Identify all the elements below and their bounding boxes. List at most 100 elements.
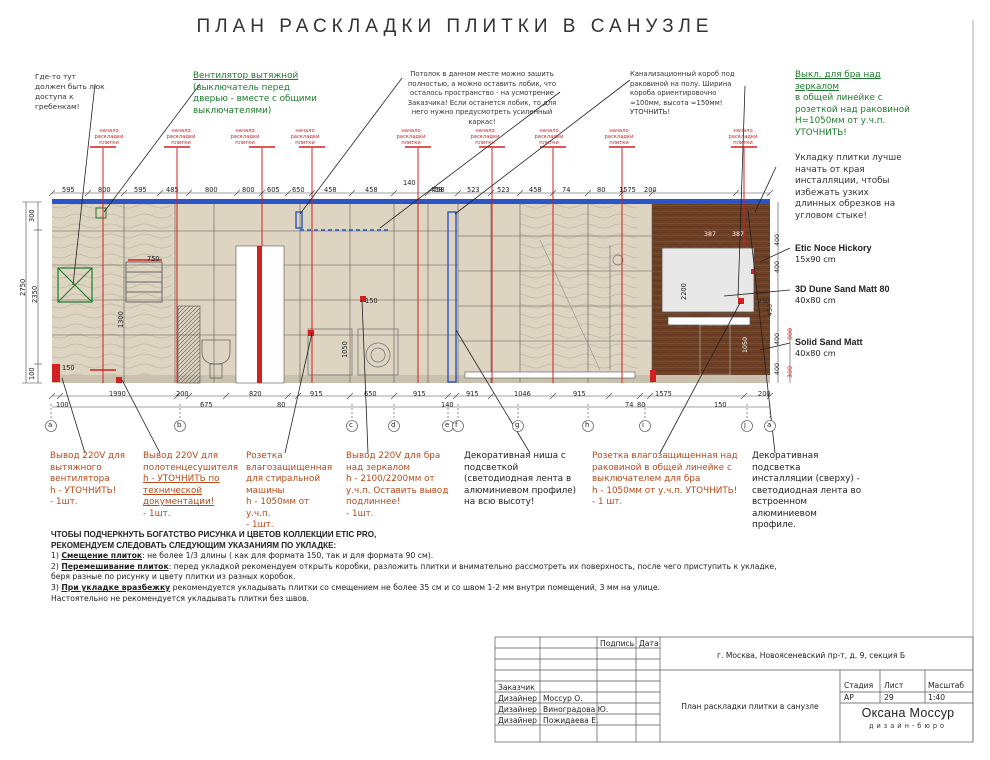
- bottom-dim-label: 1575: [655, 390, 672, 398]
- recs-text: : перед укладкой рекомендуем открыть кор…: [168, 561, 777, 571]
- top-dim-label: 800: [242, 186, 255, 194]
- ceiling-line: [52, 199, 770, 204]
- note-qty: - 1шт.: [346, 508, 374, 519]
- laying-recommendations: ЧТОБЫ ПОДЧЕРКНУТЬ БОГАТСТВО РИСУНКА И ЦВ…: [51, 530, 781, 604]
- top-dim-label: 595: [134, 186, 147, 194]
- tile-start-arrows: [90, 146, 757, 371]
- bottom-dim-label: 915: [310, 390, 323, 398]
- note-title: Розетка влагозащищенная для стиральной м…: [246, 451, 333, 496]
- note-mirror-switch: Выкл. для бра над зеркалом в общей линей…: [795, 70, 925, 139]
- tile-start-label: начало раскладки плитки: [230, 128, 260, 147]
- material-3d-dune: 3D Dune Sand Matt 80 40x80 cm: [795, 284, 890, 306]
- axis-marker: [45, 420, 57, 432]
- bottom-dim-label: 1990: [109, 390, 126, 398]
- tile-start-label: начало раскладки плитки: [728, 128, 758, 147]
- toilet-icon: [201, 339, 231, 379]
- axis-label: a: [48, 421, 53, 429]
- material-etic-noce: Etic Noce Hickory 15x90 cm: [795, 243, 872, 265]
- note-title: Вывод 220V для полотенцесушителя: [143, 451, 239, 473]
- tile-start-label: начало раскладки плитки: [166, 128, 196, 147]
- note-hatch: Где-то тут должен быть люк доступа к гре…: [35, 72, 105, 111]
- top-dim-label: 458: [324, 186, 337, 194]
- floor-start-marker-right: [650, 370, 656, 382]
- note-body: h - УТОЧНИТЬ!: [50, 485, 117, 496]
- dim-387-right: 387: [732, 231, 745, 238]
- note-body: h - УТОЧНИТЬ по технической документации…: [143, 474, 220, 507]
- bottom-dim-label: 1046: [514, 390, 531, 398]
- bottom-dim-label: 80: [637, 401, 646, 409]
- material-solid-sand: Solid Sand Matt 40x80 cm: [795, 337, 863, 359]
- dim-300: 300: [787, 365, 794, 378]
- axis-label: j: [744, 421, 746, 429]
- bottom-dim-label: 675: [200, 401, 213, 409]
- brand-name: Оксана Моссур: [861, 706, 955, 720]
- shower-icon: [539, 239, 624, 371]
- dim-250: 250: [758, 298, 771, 305]
- tb-stage-label: Стадия: [844, 681, 874, 690]
- top-dim-label: 595: [62, 186, 75, 194]
- material-name: Etic Noce Hickory: [795, 243, 872, 253]
- dim-450: 450: [767, 303, 774, 316]
- recs-item-1: 1) Смещение плиток: не более 1/3 длины (…: [51, 551, 434, 561]
- note-sewer: Канализационный короб под раковиной на п…: [630, 70, 735, 117]
- tile-start-label: начало раскладки плитки: [604, 128, 634, 147]
- left-dims: [22, 201, 42, 384]
- tb-role: Дизайнер: [498, 716, 537, 725]
- note-title: Вывод 220V для вытяжного вентилятора: [50, 451, 126, 484]
- bottom-dim-label: 200: [758, 390, 771, 398]
- note-body: h - 1050мм от у.ч.п.: [246, 497, 310, 519]
- note-fan-title: Вентилятор вытяжной: [193, 71, 299, 81]
- note-mirror-title: Выкл. для бра над зеркалом: [795, 70, 881, 92]
- brand-sub: дизайн-бюро: [868, 722, 948, 730]
- fixture-markers: [128, 211, 457, 383]
- top-dim-label: 458: [365, 186, 378, 194]
- axis-label: b: [177, 421, 182, 429]
- sink: [667, 316, 751, 326]
- tb-address: г. Москва, Новоясеневский пр-т, д. 9, се…: [717, 651, 906, 660]
- axis-label: f: [455, 421, 458, 429]
- tile-start-lines: [102, 148, 745, 383]
- recs-label: Перемешивание плиток: [61, 561, 169, 571]
- top-dim-label: 485: [166, 186, 179, 194]
- bottom-dim-label: 915: [573, 390, 586, 398]
- axis-marker: [639, 420, 651, 432]
- material-size: 15x90 cm: [795, 254, 836, 264]
- note-start-laying: Укладку плитки лучше начать от края инст…: [795, 153, 902, 221]
- top-dim-label: 80: [597, 186, 606, 194]
- axis-marker: [741, 420, 753, 432]
- recs-item-2-cont: беря разные по рисунку и цвету плитки из…: [51, 572, 296, 582]
- tile-start-label: начало раскладки плитки: [470, 128, 500, 147]
- axis-label: h: [585, 421, 590, 429]
- material-size: 40x80 cm: [795, 295, 836, 305]
- note-title: Розетка влагозащищенная над раковиной в …: [592, 451, 738, 484]
- top-dim-label: 200: [644, 186, 657, 194]
- brand-logo: Оксана Моссур дизайн-бюро: [843, 706, 973, 730]
- tile-start-label: начало раскладки плитки: [94, 128, 124, 147]
- dim-height-2750: 2750: [19, 278, 27, 296]
- note-qty: - 1шт.: [50, 497, 78, 507]
- dim-400-a: 400: [774, 233, 781, 246]
- top-dim-label: 605: [267, 186, 280, 194]
- wall-3d-tile-niche: [520, 202, 638, 383]
- note-towel-outlet: Вывод 220V для полотенцесушителя h - УТО…: [143, 451, 238, 520]
- dim-400-c: 400: [774, 332, 781, 345]
- note-mirror-check: УТОЧНИТЬ!: [795, 127, 847, 138]
- dim-height-2350: 2350: [31, 285, 39, 303]
- top-dim-label: 458: [432, 186, 445, 194]
- floor-strip: [52, 375, 770, 383]
- tb-role: Дизайнер: [498, 694, 537, 703]
- bottom-dim-label: 100: [56, 401, 69, 409]
- note-mirror-body: в общей линейке с розеткой над раковиной…: [795, 93, 910, 126]
- note-installation-light: Декоративная подсветка инсталляции (свер…: [752, 451, 862, 532]
- bottom-dim-label: 820: [249, 390, 262, 398]
- tb-role: Дизайнер: [498, 705, 537, 714]
- note-title: Вывод 220V для бра над зеркалом: [346, 451, 441, 473]
- note-body: h - 1050мм от у.ч.п. УТОЧНИТЬ!: [592, 485, 738, 496]
- towel-rail-icon: [125, 261, 163, 303]
- note-ceiling: Потолок в данном месте можно зашить полн…: [407, 70, 557, 126]
- recs-item-2: 2) Перемешивание плиток: перед укладкой …: [51, 561, 777, 571]
- tb-designer-name: Пожидаева Е.: [543, 716, 599, 725]
- note-fan-body: (выключатель перед дверью - вместе с общ…: [193, 82, 317, 116]
- top-dim-label: 74: [562, 186, 571, 194]
